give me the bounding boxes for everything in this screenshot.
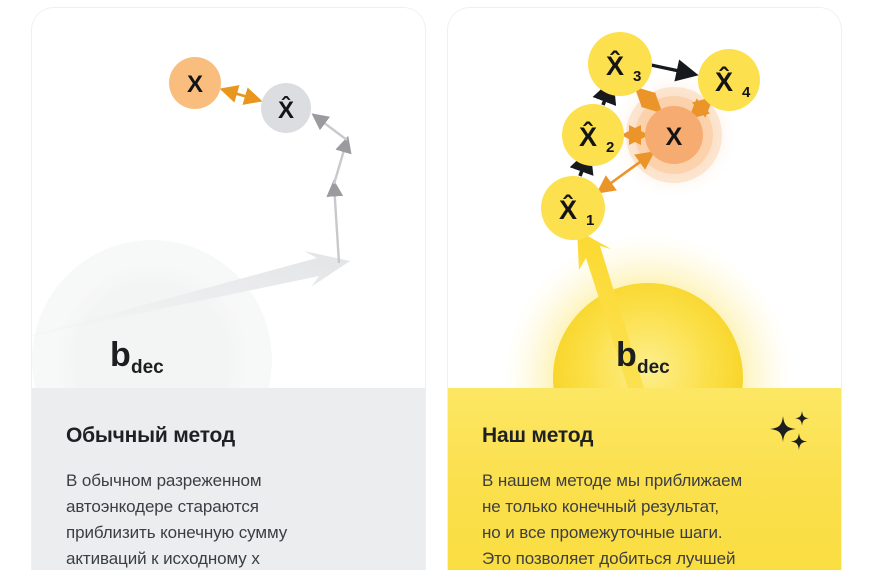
node-x-label: X [187, 71, 203, 98]
node-xhat-3: X̂ 3 [588, 32, 652, 96]
decoder-beam-arrow [32, 251, 350, 336]
body-line: активаций к исходному x [66, 549, 260, 568]
diagram-conventional-svg: X X̂ b dec [32, 57, 352, 388]
panel-title-our-method: Наш метод [482, 424, 594, 447]
diagram-conventional: X X̂ b dec [32, 8, 425, 388]
bdec-base-left: b [110, 336, 131, 374]
bdec-base-right: b [616, 336, 637, 374]
panel-conventional: Обычный метод В обычном разреженном авто… [32, 388, 425, 570]
node-xhat-label: X̂ [278, 96, 294, 124]
panel-body-our-method: В нашем методе мы приближаем не только к… [482, 468, 807, 570]
activation-chain-arrows [311, 113, 352, 264]
panel-body-conventional: В обычном разреженном автоэнкодере стара… [66, 468, 391, 570]
body-line: автоэнкодере стараются [66, 497, 259, 516]
node-xhat-1-label: X̂ [559, 193, 577, 225]
body-line: В нашем методе мы приближаем [482, 471, 743, 490]
body-line: приблизить конечную сумму [66, 523, 288, 542]
node-xhat-1-sub: 1 [586, 212, 594, 229]
node-xhat-4-label: X̂ [715, 65, 733, 97]
diagram-our-method-svg: X X̂ 1 X̂ 2 X̂ 3 [503, 32, 793, 388]
node-xhat: X̂ [261, 83, 311, 133]
body-line: не только конечный результат, [482, 497, 719, 516]
node-xhat-2-label: X̂ [579, 120, 597, 152]
panel-our-method: Наш метод В нашем методе мы приближаем н… [448, 388, 841, 570]
node-xhat-1: X̂ 1 [541, 176, 605, 240]
node-xhat-2-sub: 2 [606, 139, 614, 156]
bdec-sub-left: dec [131, 357, 164, 378]
card-our-method: X X̂ 1 X̂ 2 X̂ 3 [448, 8, 841, 570]
approximation-arrows [596, 86, 714, 194]
bdec-label-left: b dec [110, 336, 164, 378]
sparkle-icon [770, 411, 809, 450]
reconstruction-double-arrow [219, 85, 263, 105]
node-x-central-label: X [666, 123, 683, 151]
node-xhat-4: X̂ 4 [698, 49, 760, 111]
node-xhat-2: X̂ 2 [562, 104, 624, 166]
body-line: В обычном разреженном [66, 471, 262, 490]
bdec-glow-right [503, 233, 793, 388]
diagram-our-method: X X̂ 1 X̂ 2 X̂ 3 [448, 8, 841, 388]
body-line: Это позволяет добиться лучшей [482, 549, 736, 568]
decoder-beam-arrow-right [577, 230, 644, 388]
panel-title-conventional: Обычный метод [66, 424, 236, 447]
node-x: X [169, 57, 221, 109]
bdec-sub-right: dec [637, 357, 670, 378]
node-xhat-3-sub: 3 [633, 68, 641, 85]
bdec-label-right: b dec [616, 336, 670, 378]
node-xhat-4-sub: 4 [742, 84, 751, 101]
node-x-central: X [645, 106, 703, 164]
body-line: но и все промежуточные шаги. [482, 523, 723, 542]
node-xhat-3-label: X̂ [606, 49, 624, 81]
card-conventional-method: X X̂ b dec Обычный метод В обычном разре… [32, 8, 425, 570]
